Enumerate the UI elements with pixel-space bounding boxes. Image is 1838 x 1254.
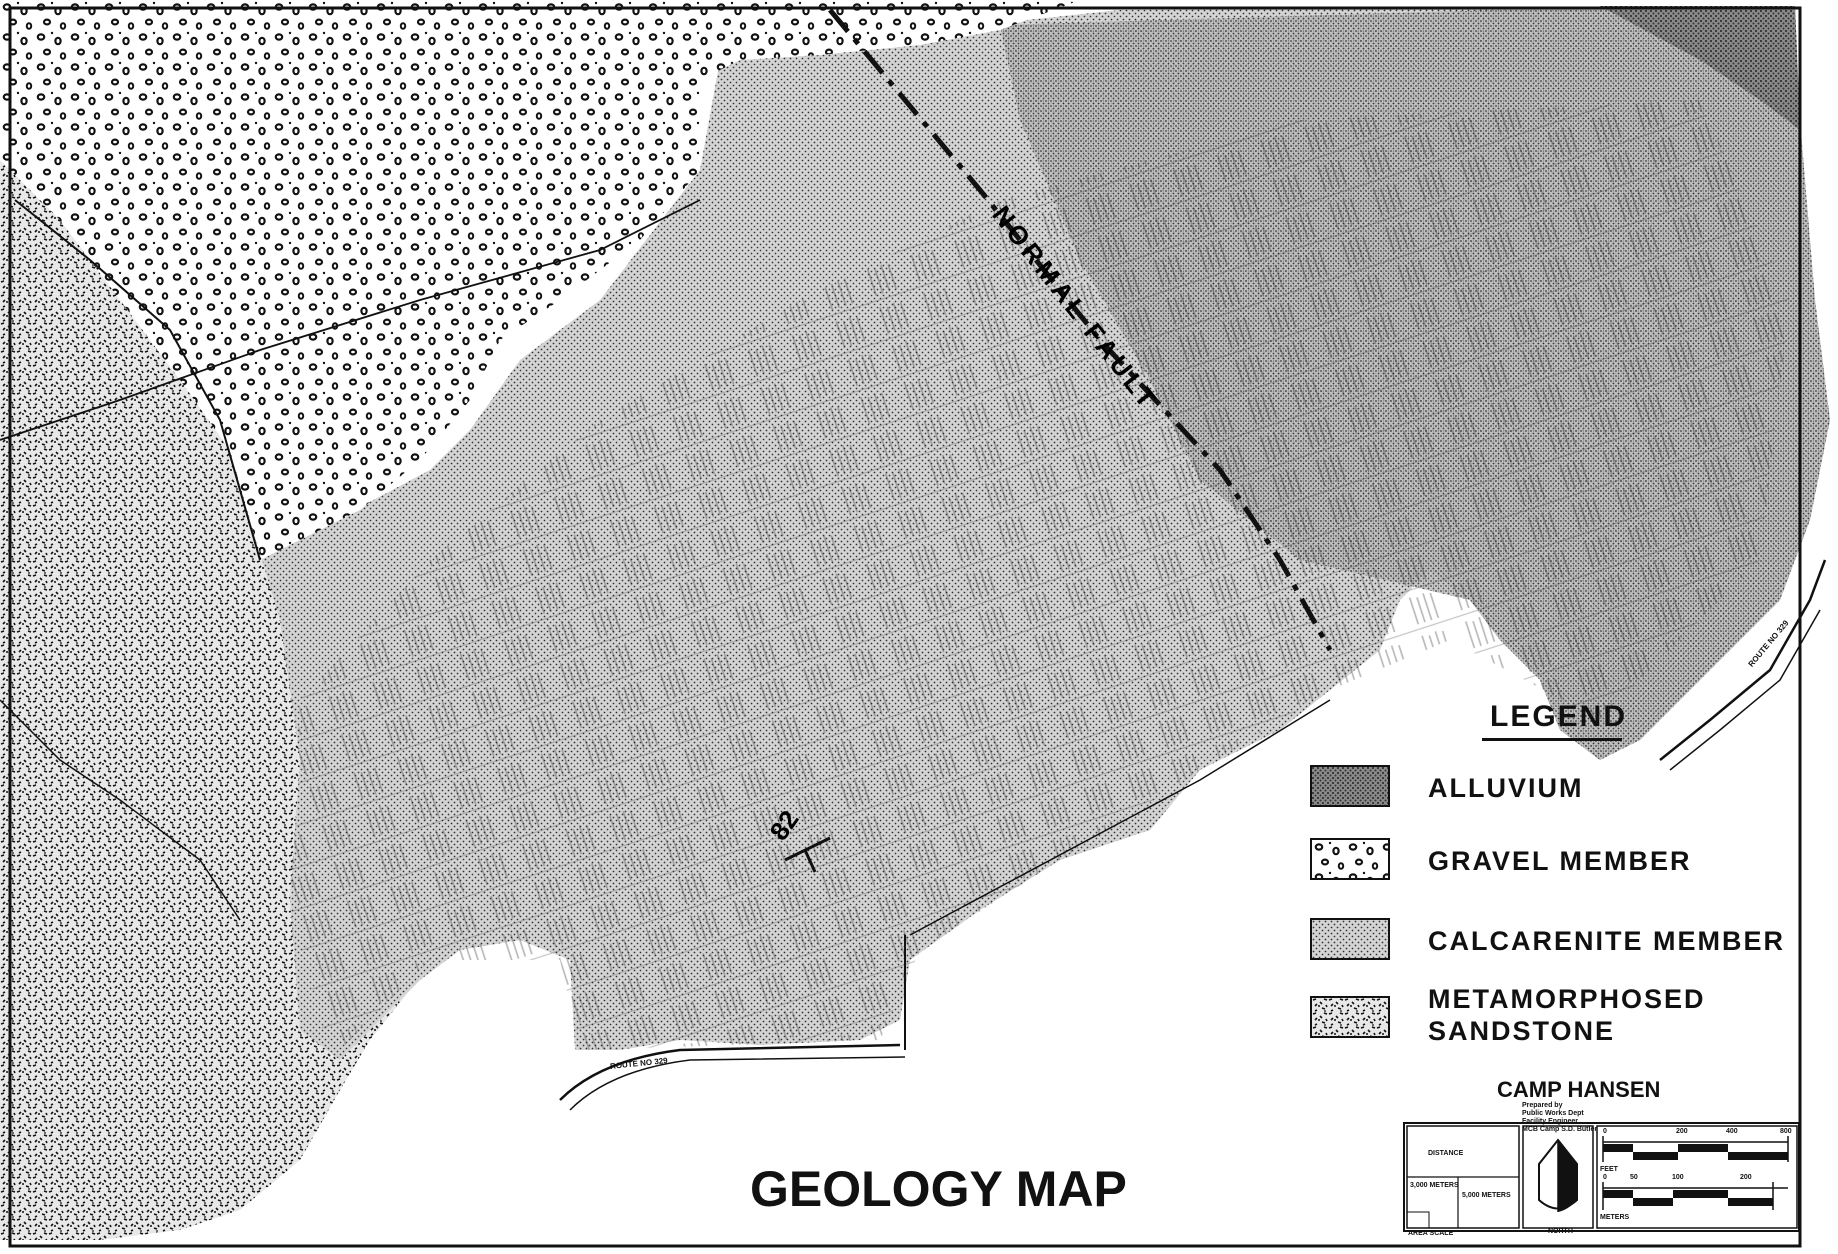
scale-feet-label: FEET (1600, 1166, 1618, 1173)
feet-tick-3: 800 (1780, 1128, 1792, 1135)
area-table-header: DISTANCE (1428, 1150, 1464, 1157)
scale-bar-meters (1602, 1182, 1788, 1210)
area-cell-2: 5,000 METERS (1462, 1192, 1511, 1199)
meter-tick-0: 0 (1603, 1174, 1607, 1181)
meter-tick-2: 100 (1672, 1174, 1684, 1181)
metamorphosed-sandstone-swatch (1310, 996, 1390, 1038)
north-label: NORTH (1548, 1228, 1573, 1235)
legend-label-alluvium: ALLUVIUM (1428, 773, 1584, 803)
installation-name: CAMP HANSEN (1497, 1077, 1661, 1102)
alluvium-swatch (1310, 765, 1390, 807)
prepared-by-line-1: Prepared by (1522, 1102, 1563, 1109)
title-block-frame (1403, 1122, 1800, 1232)
prepared-by-line-4: MCB Camp S.D. Butler (1522, 1126, 1598, 1133)
legend-title: LEGEND (1490, 700, 1628, 733)
scale-meters-label: METERS (1600, 1214, 1630, 1221)
gravel-member-swatch (1310, 838, 1390, 880)
prepared-by-line-3: Facility Engineer (1522, 1118, 1579, 1125)
legend-label-sandstone: SANDSTONE (1428, 1016, 1616, 1046)
legend-label-metamorphosed: METAMORPHOSED (1428, 984, 1706, 1014)
north-arrow-icon (1538, 1138, 1578, 1212)
alluvium-area (1600, 6, 1800, 130)
meter-tick-1: 50 (1630, 1174, 1638, 1181)
meter-tick-3: 200 (1740, 1174, 1752, 1181)
legend-title-underline (1482, 738, 1622, 741)
gravel-member-area (0, 0, 1080, 560)
normal-fault-line (828, 8, 1333, 652)
feet-tick-2: 400 (1726, 1128, 1738, 1135)
dip-symbol (784, 836, 831, 873)
feet-tick-1: 200 (1676, 1128, 1688, 1135)
feet-tick-0: 0 (1603, 1128, 1607, 1135)
route-329-south (559, 1043, 901, 1101)
area-scale-label: AREA SCALE (1408, 1230, 1454, 1237)
metamorphosed-sandstone-area (0, 160, 410, 1240)
calcarenite-member-swatch (1310, 918, 1390, 960)
scale-bar-feet (1602, 1136, 1789, 1162)
legend-label-gravel-member: GRAVEL MEMBER (1428, 846, 1692, 876)
prepared-by-line-2: Public Works Dept (1522, 1110, 1584, 1117)
area-cell-1: 3,000 METERS (1410, 1182, 1459, 1189)
map-title: GEOLOGY MAP (750, 1161, 1127, 1217)
route-329-east (1659, 559, 1827, 761)
legend-label-calcarenite-member: CALCARENITE MEMBER (1428, 926, 1785, 956)
